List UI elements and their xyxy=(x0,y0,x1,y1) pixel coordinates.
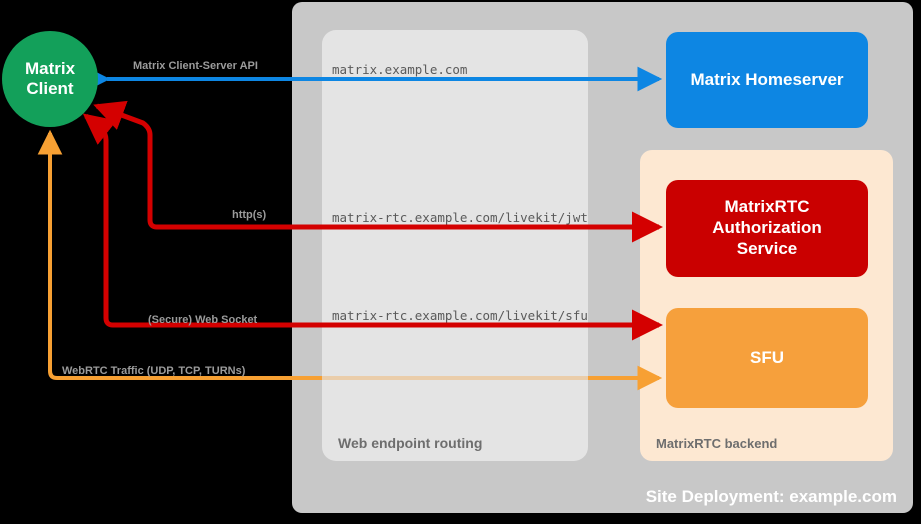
sfu-node: SFU xyxy=(666,308,868,408)
web-endpoint-routing-box: Web endpoint routing xyxy=(322,30,588,461)
auth-label-line2: Authorization xyxy=(712,218,822,238)
auth-label-line3: Service xyxy=(736,238,798,258)
matrix-homeserver-label: Matrix Homeserver xyxy=(690,69,844,89)
connection-webrtc-back xyxy=(37,129,681,391)
web-endpoint-routing-label: Web endpoint routing xyxy=(338,435,483,451)
edge-label-websocket: (Secure) Web Socket xyxy=(148,314,258,326)
matrixrtc-authorization-service-node: MatrixRTC Authorization Service xyxy=(666,180,868,277)
sfu-label: SFU xyxy=(750,347,784,367)
matrix-client-label-line2: Client xyxy=(26,79,74,98)
site-deployment-label: Site Deployment: example.com xyxy=(645,487,897,506)
endpoint-url-jwt: matrix-rtc.example.com/livekit/jwt xyxy=(332,210,588,225)
matrix-client-label-line1: Matrix xyxy=(24,58,76,78)
matrix-client-label: Matrix Client xyxy=(25,59,75,99)
edge-label-cs-api: Matrix Client-Server API xyxy=(133,60,258,72)
matrix-client-node: Matrix Client xyxy=(2,31,98,127)
matrix-homeserver-node: Matrix Homeserver xyxy=(666,32,868,128)
auth-label-line1: MatrixRTC xyxy=(724,197,810,217)
matrixrtc-backend-label: MatrixRTC backend xyxy=(656,436,778,451)
edge-label-webrtc: WebRTC Traffic (UDP, TCP, TURNs) xyxy=(62,365,246,377)
matrixrtc-authorization-service-label: MatrixRTC Authorization Service xyxy=(712,197,822,259)
edge-label-https: http(s) xyxy=(232,209,267,221)
endpoint-url-homeserver: matrix.example.com xyxy=(332,62,468,77)
endpoint-url-sfu: matrix-rtc.example.com/livekit/sfu xyxy=(332,308,588,323)
